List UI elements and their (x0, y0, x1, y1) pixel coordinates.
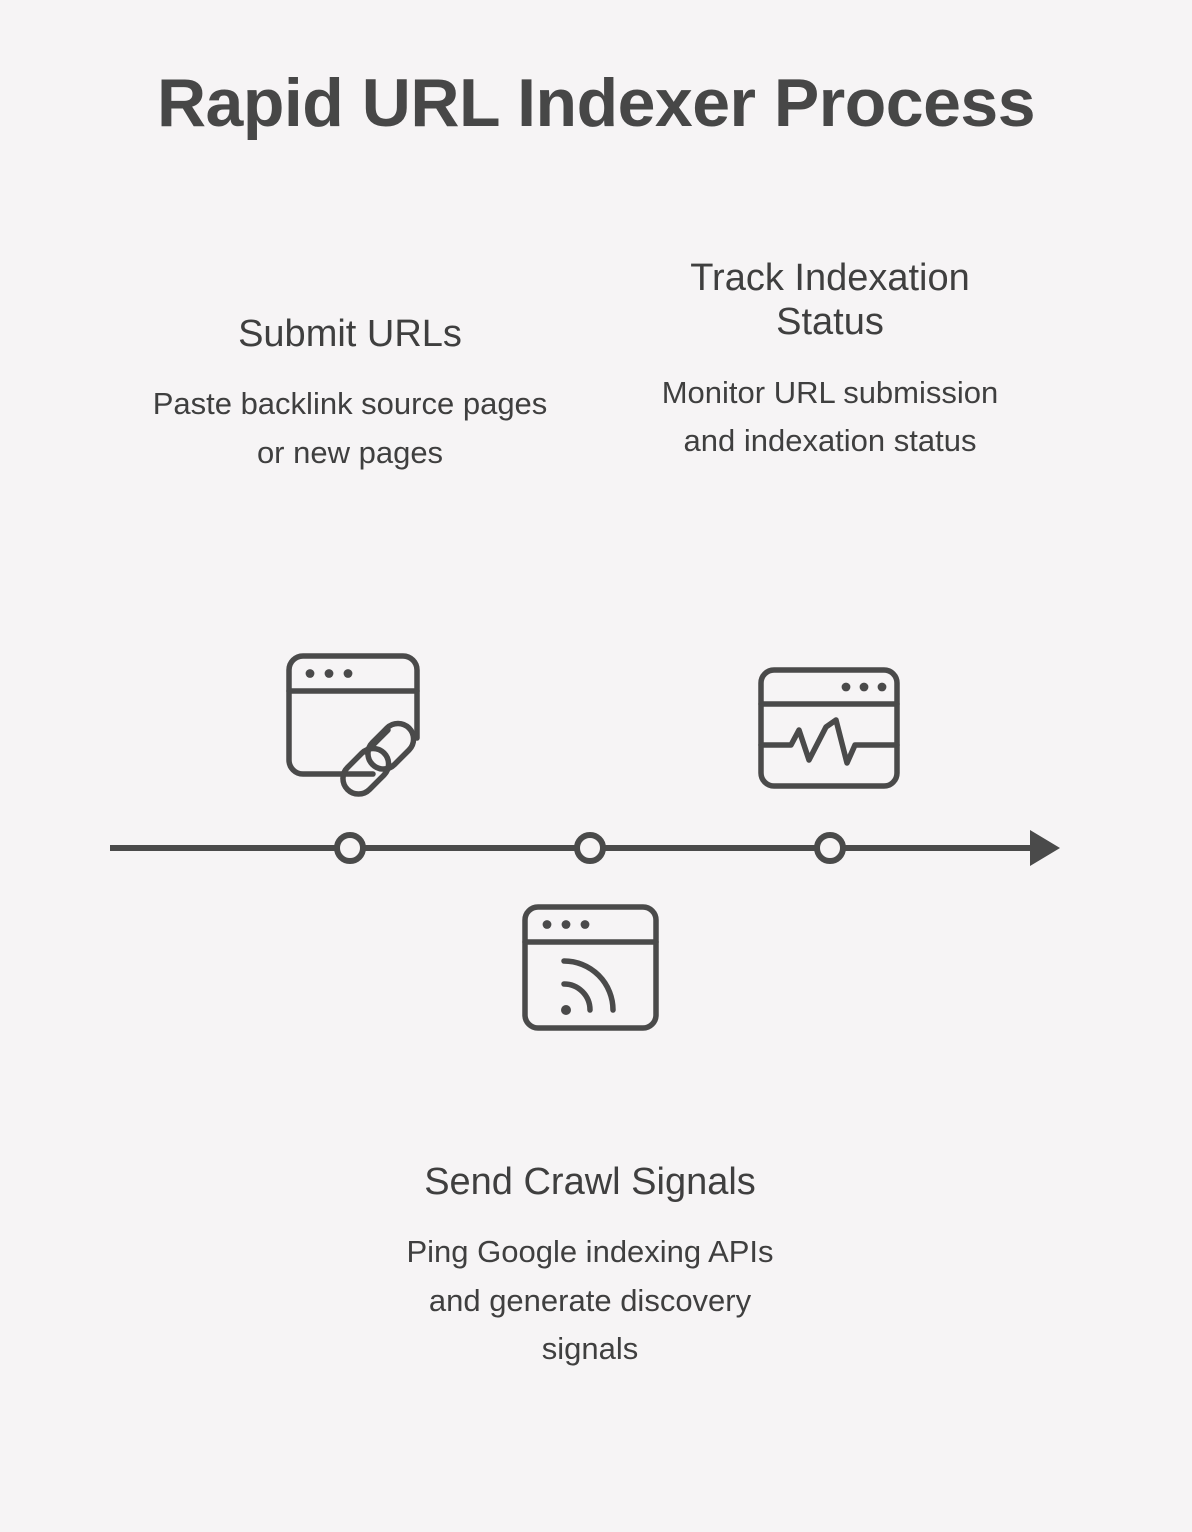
step-2-text-block: Send Crawl Signals Ping Google indexing … (385, 1160, 795, 1374)
browser-window-link-icon (281, 648, 433, 803)
step-2-description: Ping Google indexing APIs and generate d… (406, 1234, 774, 1367)
step-1-text-block: Submit URLs Paste backlink source pages … (150, 312, 550, 477)
step-1-title: Submit URLs (238, 313, 462, 355)
timeline-arrow-right-icon (1030, 830, 1060, 866)
step-3-title: Track Indexation Status (690, 257, 970, 344)
page-title: Rapid URL Indexer Process (156, 65, 1036, 141)
step-1-description: Paste backlink source pages or new pages (152, 386, 548, 470)
timeline-marker-1[interactable] (334, 832, 366, 864)
step-2-title: Send Crawl Signals (424, 1161, 756, 1203)
browser-window-chart-icon (754, 663, 904, 798)
timeline-marker-3[interactable] (814, 832, 846, 864)
step-3-description: Monitor URL submission and indexation st… (661, 374, 999, 459)
timeline-axis (0, 806, 1192, 892)
step-3-text-block: Track Indexation Status Monitor URL subm… (635, 256, 1025, 466)
timeline-marker-2[interactable] (574, 832, 606, 864)
browser-window-signal-icon (518, 900, 663, 1040)
